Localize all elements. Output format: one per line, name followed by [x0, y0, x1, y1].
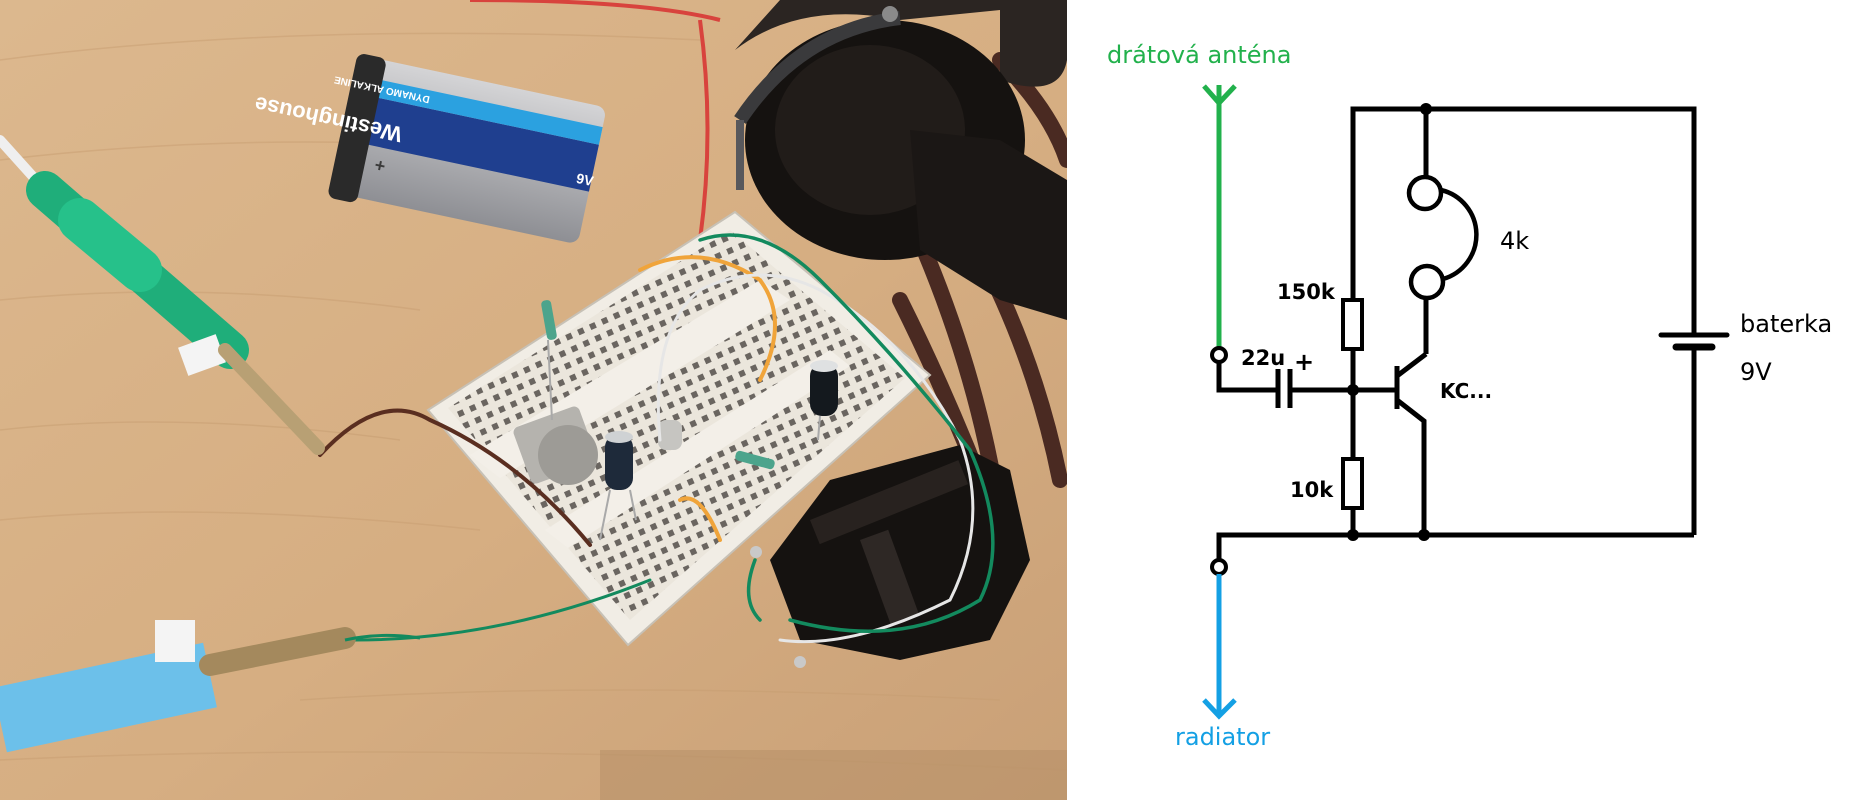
transistor-label: KC...	[1440, 379, 1492, 403]
battery-wire-red	[469, 0, 721, 241]
battery-9v: Westinghouse DYNAMO ALKALINE 9V +	[252, 54, 605, 243]
green-alligator-clip	[0, 135, 325, 455]
headphones	[734, 0, 1067, 320]
resistor-10k-label: 10k	[1290, 478, 1334, 502]
junction-dot-base	[1347, 384, 1359, 396]
battery-symbol	[1658, 332, 1730, 535]
junction-dot-ground-1	[1347, 529, 1359, 541]
ground-rail	[1216, 532, 1694, 560]
resistor-10k	[1341, 457, 1364, 510]
positive-rail	[1350, 106, 1697, 335]
capacitor-label: 22u	[1241, 346, 1285, 370]
input-wire	[1216, 362, 1277, 393]
headphone-earpiece-1	[1406, 174, 1444, 212]
resistor-150k-label: 150k	[1277, 280, 1336, 304]
breadboard-components	[513, 300, 838, 541]
antenna-symbol	[1202, 84, 1237, 348]
transistor-npn	[1394, 352, 1428, 535]
radiator-label: radiator	[1175, 723, 1270, 751]
jumper-wires	[318, 233, 995, 644]
junction-dot-ground-2	[1418, 529, 1430, 541]
battery-voltage-label: 9V	[1740, 358, 1772, 386]
capacitor-polarity: +	[1294, 348, 1314, 376]
battery-plus-mark: +	[373, 155, 387, 177]
battery-label: baterka	[1740, 310, 1832, 338]
headphone-earpiece-2	[1408, 263, 1446, 301]
antenna-terminal	[1210, 346, 1228, 364]
battery-voltage-text: 9V	[575, 170, 596, 189]
resistor-150k	[1341, 298, 1364, 351]
circuit-schematic: drátová anténa 22u + 150k 10k	[1067, 0, 1873, 800]
capacitor-22u	[1275, 369, 1293, 408]
blue-alligator-clip	[0, 620, 421, 753]
photo-drawing: Westinghouse DYNAMO ALKALINE 9V +	[0, 0, 1067, 800]
headphone-band	[1440, 187, 1479, 282]
schematic-drawing: drátová anténa 22u + 150k 10k	[1107, 41, 1832, 751]
headphone-earpiece-lower	[750, 445, 1030, 668]
radiator-arrow	[1202, 574, 1237, 720]
breadboard-photo: Westinghouse DYNAMO ALKALINE 9V +	[0, 0, 1067, 800]
antenna-label: drátová anténa	[1107, 41, 1291, 69]
headphone-label: 4k	[1500, 227, 1529, 255]
ground-terminal	[1210, 558, 1228, 576]
desk-shadow	[600, 750, 1067, 800]
